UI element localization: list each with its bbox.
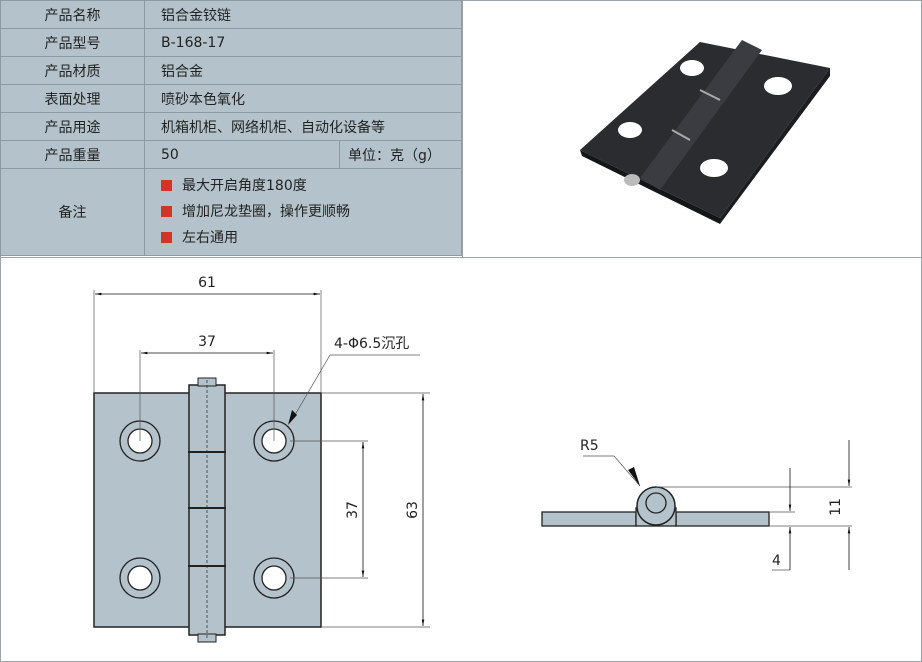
spec-value: 机箱机柜、网络机柜、自动化设备等 — [144, 112, 462, 141]
table-row: 表面处理喷砂本色氧化 — [0, 84, 462, 113]
dim-radius: R5 — [580, 438, 599, 454]
note-item: 左右通用 — [161, 225, 461, 251]
dim-hole-spacing-v: 37 — [345, 501, 361, 519]
divider — [0, 257, 922, 258]
table-row: 产品材质铝合金 — [0, 56, 462, 85]
spec-value: 喷砂本色氧化 — [144, 84, 462, 113]
note-item: 增加尼龙垫圈，操作更顺畅 — [161, 199, 461, 225]
dim-height: 63 — [405, 501, 421, 519]
note-text: 最大开启角度180度 — [182, 178, 307, 194]
notes-list: 最大开启角度180度 增加尼龙垫圈，操作更顺畅 左右通用 — [144, 168, 462, 256]
front-view — [93, 290, 430, 643]
weight-label: 产品重量 — [0, 140, 145, 169]
dim-total-height: 11 — [828, 498, 844, 516]
spec-value: 铝合金 — [144, 56, 462, 85]
divider — [462, 0, 463, 257]
dim-hole-spacing-h: 37 — [198, 334, 216, 350]
spec-label: 产品用途 — [0, 112, 145, 141]
note-item: 最大开启角度180度 — [161, 173, 461, 199]
spec-label: 产品型号 — [0, 28, 145, 57]
weight-unit: 单位：克（g） — [339, 140, 462, 169]
bullet-icon — [161, 232, 172, 243]
table-row: 备注 最大开启角度180度 增加尼龙垫圈，操作更顺畅 左右通用 — [0, 168, 462, 256]
notes-label: 备注 — [0, 168, 145, 256]
bullet-icon — [161, 180, 172, 191]
note-text: 增加尼龙垫圈，操作更顺畅 — [182, 204, 350, 220]
table-row: 产品用途机箱机柜、网络机柜、自动化设备等 — [0, 112, 462, 141]
side-view — [541, 440, 852, 571]
dim-width: 61 — [198, 275, 216, 291]
bullet-icon — [161, 206, 172, 217]
product-photo — [580, 40, 830, 224]
note-text: 左右通用 — [182, 230, 238, 246]
dim-thickness: 4 — [772, 553, 781, 569]
hole-callout: 4-Φ6.5沉孔 — [334, 336, 409, 352]
